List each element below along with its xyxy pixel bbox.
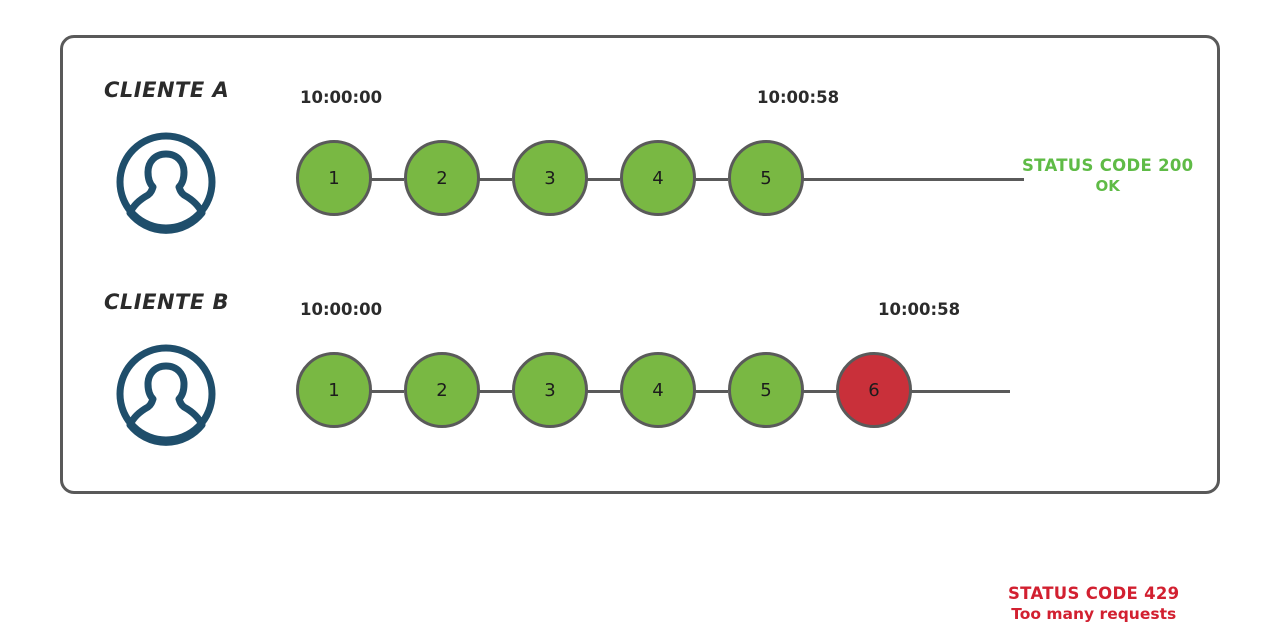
request-node[interactable]: 5 (728, 352, 804, 428)
request-node[interactable]: 3 (512, 140, 588, 216)
status-message-a: OK (1095, 176, 1120, 195)
timestamp-start-b: 10:00:00 (300, 300, 383, 319)
request-link-to-status (802, 178, 1024, 181)
status-badge-a: STATUS CODE 200 OK (1022, 156, 1193, 195)
request-node[interactable]: 3 (512, 352, 588, 428)
request-link (694, 390, 728, 393)
request-link (370, 178, 404, 181)
request-node[interactable]: 4 (620, 352, 696, 428)
diagram-canvas: CLIENTE A 10:00:00 10:00:58 1 2 3 4 5 ST… (60, 35, 1220, 623)
client-label-b: CLIENTE B (104, 290, 230, 314)
request-link (586, 390, 620, 393)
request-node[interactable]: 4 (620, 140, 696, 216)
request-node[interactable]: 5 (728, 140, 804, 216)
user-avatar-icon (114, 342, 218, 446)
client-label-a: CLIENTE A (104, 78, 230, 102)
status-code-b: STATUS CODE 429 (1008, 584, 1180, 603)
request-node[interactable]: 1 (296, 140, 372, 216)
timestamp-end-a: 10:00:58 (757, 88, 840, 107)
diagram-frame (60, 35, 1220, 494)
request-link (478, 178, 512, 181)
request-link (694, 178, 728, 181)
request-link (802, 390, 836, 393)
request-link (586, 178, 620, 181)
status-badge-b: STATUS CODE 429 Too many requests (1008, 584, 1179, 624)
request-link (478, 390, 512, 393)
timestamp-start-a: 10:00:00 (300, 88, 383, 107)
status-code-a: STATUS CODE 200 (1022, 156, 1194, 175)
request-node[interactable]: 2 (404, 352, 480, 428)
request-link (370, 390, 404, 393)
request-link-to-status (910, 390, 1010, 393)
request-node[interactable]: 2 (404, 140, 480, 216)
timestamp-end-b: 10:00:58 (878, 300, 961, 319)
status-message-b: Too many requests (1011, 604, 1177, 623)
request-node[interactable]: 1 (296, 352, 372, 428)
request-node-rejected[interactable]: 6 (836, 352, 912, 428)
user-avatar-icon (114, 130, 218, 234)
